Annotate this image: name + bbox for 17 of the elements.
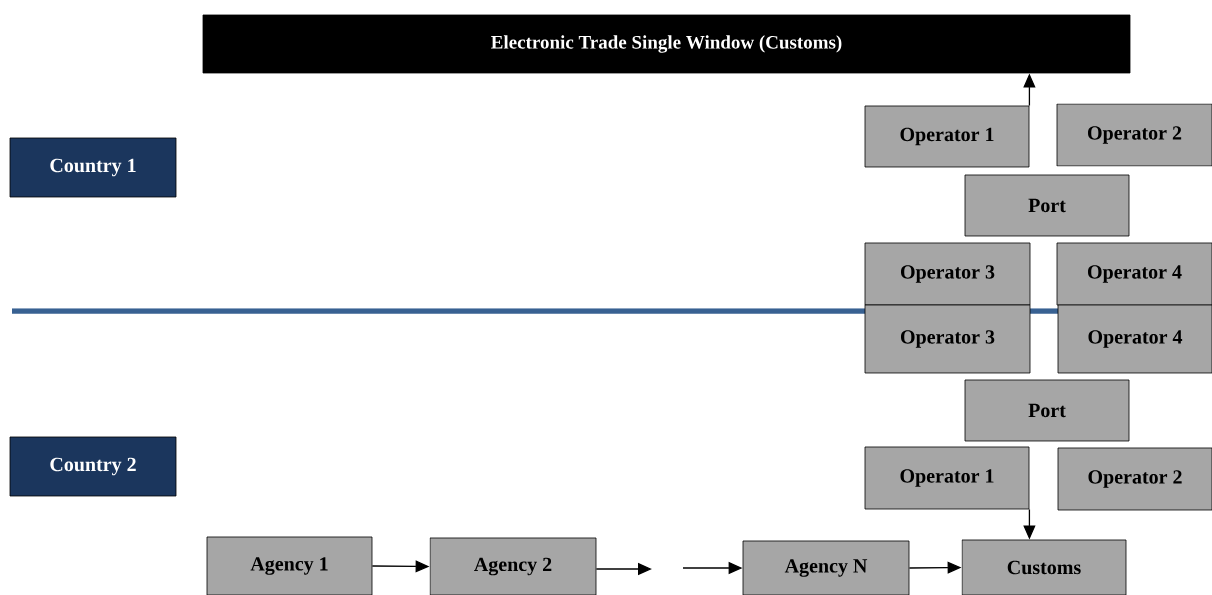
process-box: Operator 4 (1056, 242, 1212, 306)
process-box: Port (964, 379, 1130, 442)
process-box: Agency 1 (206, 536, 373, 595)
process-box: Customs (961, 539, 1127, 595)
process-box: Port (964, 174, 1130, 237)
process-box: Operator 3 (864, 242, 1031, 306)
process-box: Operator 3 (864, 304, 1031, 374)
process-box: Operator 2 (1056, 103, 1212, 167)
process-box: Operator 1 (864, 105, 1030, 168)
process-box: Operator 4 (1057, 304, 1212, 374)
process-box: Agency 2 (429, 537, 597, 595)
title-banner: Electronic Trade Single Window (Customs) (202, 14, 1131, 74)
process-box: Agency N (742, 540, 910, 595)
process-box: Operator 1 (864, 446, 1030, 510)
process-box: Operator 2 (1057, 447, 1212, 511)
country-box: Country 1 (9, 137, 177, 198)
country-box: Country 2 (9, 436, 177, 497)
